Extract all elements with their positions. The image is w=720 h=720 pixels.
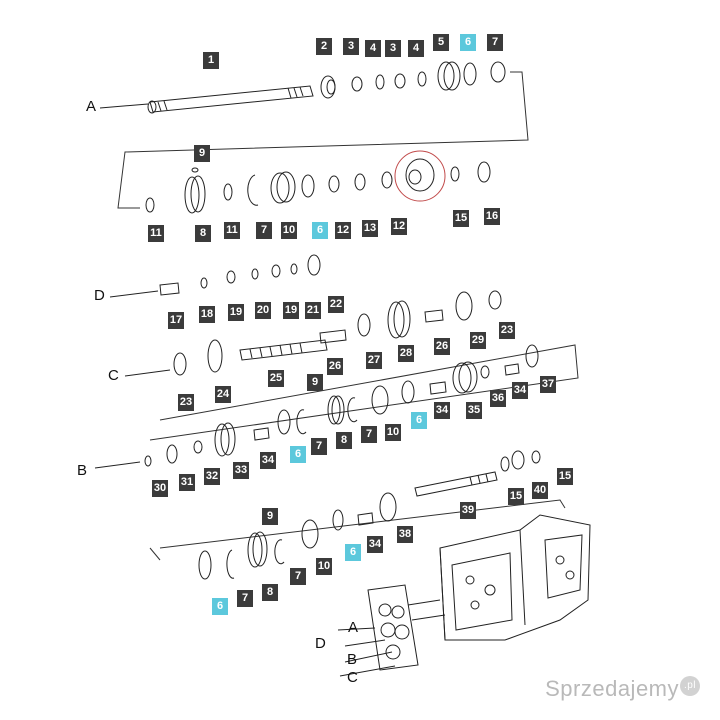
part-callout-34: 34 bbox=[260, 452, 276, 469]
part-callout-21: 21 bbox=[305, 302, 321, 319]
row3-parts bbox=[109, 254, 502, 344]
part-callout-19: 19 bbox=[228, 304, 244, 321]
part-callout-9: 9 bbox=[262, 508, 278, 525]
part-callout-18: 18 bbox=[199, 306, 215, 323]
part-callout-30: 30 bbox=[152, 480, 168, 497]
housing-label-d: D bbox=[315, 635, 326, 652]
cover-plate bbox=[337, 584, 419, 677]
part-callout-15: 15 bbox=[557, 468, 573, 485]
part-callout-16: 16 bbox=[484, 208, 500, 225]
part-callout-10: 10 bbox=[316, 558, 332, 575]
part-callout-6: 6 bbox=[411, 412, 427, 429]
part-callout-7: 7 bbox=[487, 34, 503, 51]
part-callout-26: 26 bbox=[434, 338, 450, 355]
row4-parts bbox=[124, 339, 539, 435]
row1-parts bbox=[320, 61, 506, 99]
part-callout-38: 38 bbox=[397, 526, 413, 543]
watermark-suffix: .pl bbox=[680, 676, 700, 696]
part-callout-31: 31 bbox=[179, 474, 195, 491]
row6-parts bbox=[198, 492, 397, 580]
housing-label-b: B bbox=[347, 651, 358, 668]
part-callout-39: 39 bbox=[460, 502, 476, 519]
part-callout-4: 4 bbox=[365, 40, 381, 57]
part-callout-20: 20 bbox=[255, 302, 271, 319]
part-callout-26: 26 bbox=[327, 358, 343, 375]
part-callout-4: 4 bbox=[408, 40, 424, 57]
part-callout-22: 22 bbox=[328, 296, 344, 313]
part-callout-34: 34 bbox=[512, 382, 528, 399]
part-callout-7: 7 bbox=[311, 438, 327, 455]
part-callout-3: 3 bbox=[343, 38, 359, 55]
part-callout-36: 36 bbox=[490, 390, 506, 407]
watermark-text: Sprzedajemy bbox=[545, 676, 679, 701]
part-callout-8: 8 bbox=[262, 584, 278, 601]
part-callout-23: 23 bbox=[499, 322, 515, 339]
shaft-a bbox=[99, 85, 314, 114]
part-callout-33: 33 bbox=[233, 462, 249, 479]
part-callout-10: 10 bbox=[385, 424, 401, 441]
part-callout-12: 12 bbox=[391, 218, 407, 235]
shaft-label-d: D bbox=[94, 287, 105, 304]
row2-parts bbox=[145, 150, 491, 214]
part-callout-6: 6 bbox=[212, 598, 228, 615]
part-callout-7: 7 bbox=[237, 590, 253, 607]
part-callout-15: 15 bbox=[508, 488, 524, 505]
group-bracket-b bbox=[159, 499, 566, 549]
part-callout-23: 23 bbox=[178, 394, 194, 411]
housing-label-a: A bbox=[348, 619, 359, 636]
part-callout-6: 6 bbox=[290, 446, 306, 463]
part-callout-28: 28 bbox=[398, 345, 414, 362]
part-callout-19: 19 bbox=[283, 302, 299, 319]
part-callout-40: 40 bbox=[532, 482, 548, 499]
part-callout-2: 2 bbox=[316, 38, 332, 55]
part-callout-6: 6 bbox=[345, 544, 361, 561]
part-callout-27: 27 bbox=[366, 352, 382, 369]
part-callout-15: 15 bbox=[453, 210, 469, 227]
group-bracket-a bbox=[117, 71, 529, 209]
housing-label-c: C bbox=[347, 669, 358, 686]
part-callout-7: 7 bbox=[290, 568, 306, 585]
part-callout-11: 11 bbox=[224, 222, 240, 239]
part-callout-1: 1 bbox=[203, 52, 219, 69]
part-callout-10: 10 bbox=[281, 222, 297, 239]
part-callout-11: 11 bbox=[148, 225, 164, 242]
part-callout-6: 6 bbox=[312, 222, 328, 239]
part-callout-5: 5 bbox=[433, 34, 449, 51]
part-callout-24: 24 bbox=[215, 386, 231, 403]
part-callout-35: 35 bbox=[466, 402, 482, 419]
part-callout-8: 8 bbox=[336, 432, 352, 449]
part-callout-3: 3 bbox=[385, 40, 401, 57]
part-callout-34: 34 bbox=[367, 536, 383, 553]
part-callout-9: 9 bbox=[307, 374, 323, 391]
part-callout-9: 9 bbox=[194, 145, 210, 162]
shaft-label-a: A bbox=[86, 98, 97, 115]
part-callout-8: 8 bbox=[195, 225, 211, 242]
shaft-label-b: B bbox=[77, 462, 88, 479]
part-callout-29: 29 bbox=[470, 332, 486, 349]
part-callout-17: 17 bbox=[168, 312, 184, 329]
transmission-housing bbox=[407, 514, 591, 641]
part-callout-7: 7 bbox=[256, 222, 272, 239]
part-callout-6: 6 bbox=[460, 34, 476, 51]
part-callout-37: 37 bbox=[540, 376, 556, 393]
watermark: Sprzedajemy.pl bbox=[545, 676, 700, 702]
row5-parts bbox=[94, 422, 541, 497]
part-callout-13: 13 bbox=[362, 220, 378, 237]
shaft-label-c: C bbox=[108, 367, 119, 384]
part-callout-34: 34 bbox=[434, 402, 450, 419]
part-callout-7: 7 bbox=[361, 426, 377, 443]
part-callout-25: 25 bbox=[268, 370, 284, 387]
part-callout-32: 32 bbox=[204, 468, 220, 485]
group-bracket-c bbox=[149, 344, 579, 441]
part-callout-12: 12 bbox=[335, 222, 351, 239]
